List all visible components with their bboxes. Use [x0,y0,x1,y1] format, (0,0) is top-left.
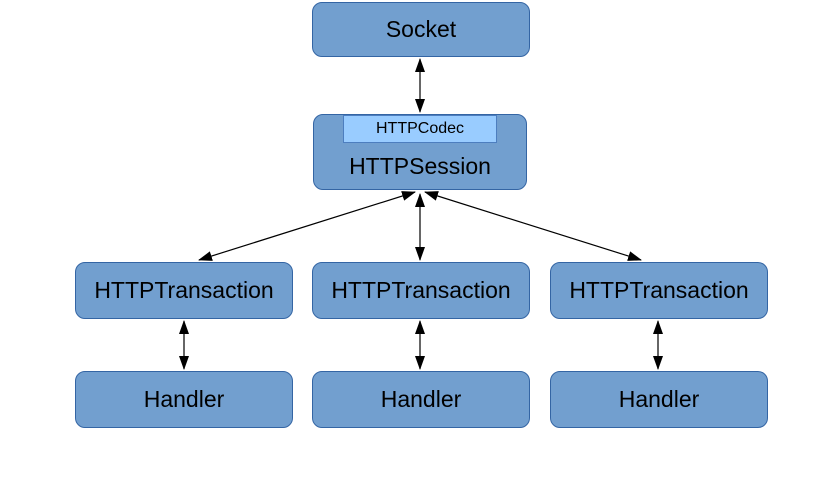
socket-label: Socket [385,16,457,42]
node-socket: Socket [312,2,530,57]
handler-1-label: Handler [143,386,225,412]
httpsession-label: HTTPSession [349,152,491,179]
httpcodec-label: HTTPCodec [375,120,465,137]
node-handler-1: Handler [75,371,293,428]
node-httpsession: HTTPCodec HTTPSession [313,114,527,190]
node-handler-3: Handler [550,371,768,428]
node-httptransaction-1: HTTPTransaction [75,262,293,319]
httptransaction-3-label: HTTPTransaction [569,277,749,303]
node-httptransaction-2: HTTPTransaction [312,262,530,319]
httptransaction-2-label: HTTPTransaction [331,277,511,303]
node-handler-2: Handler [312,371,530,428]
node-httptransaction-3: HTTPTransaction [550,262,768,319]
node-httpcodec: HTTPCodec [343,115,497,143]
httptransaction-1-label: HTTPTransaction [94,277,274,303]
handler-3-label: Handler [618,386,700,412]
handler-2-label: Handler [380,386,462,412]
edge-session-transaction-3 [424,191,642,261]
edge-session-transaction-1 [198,191,416,261]
